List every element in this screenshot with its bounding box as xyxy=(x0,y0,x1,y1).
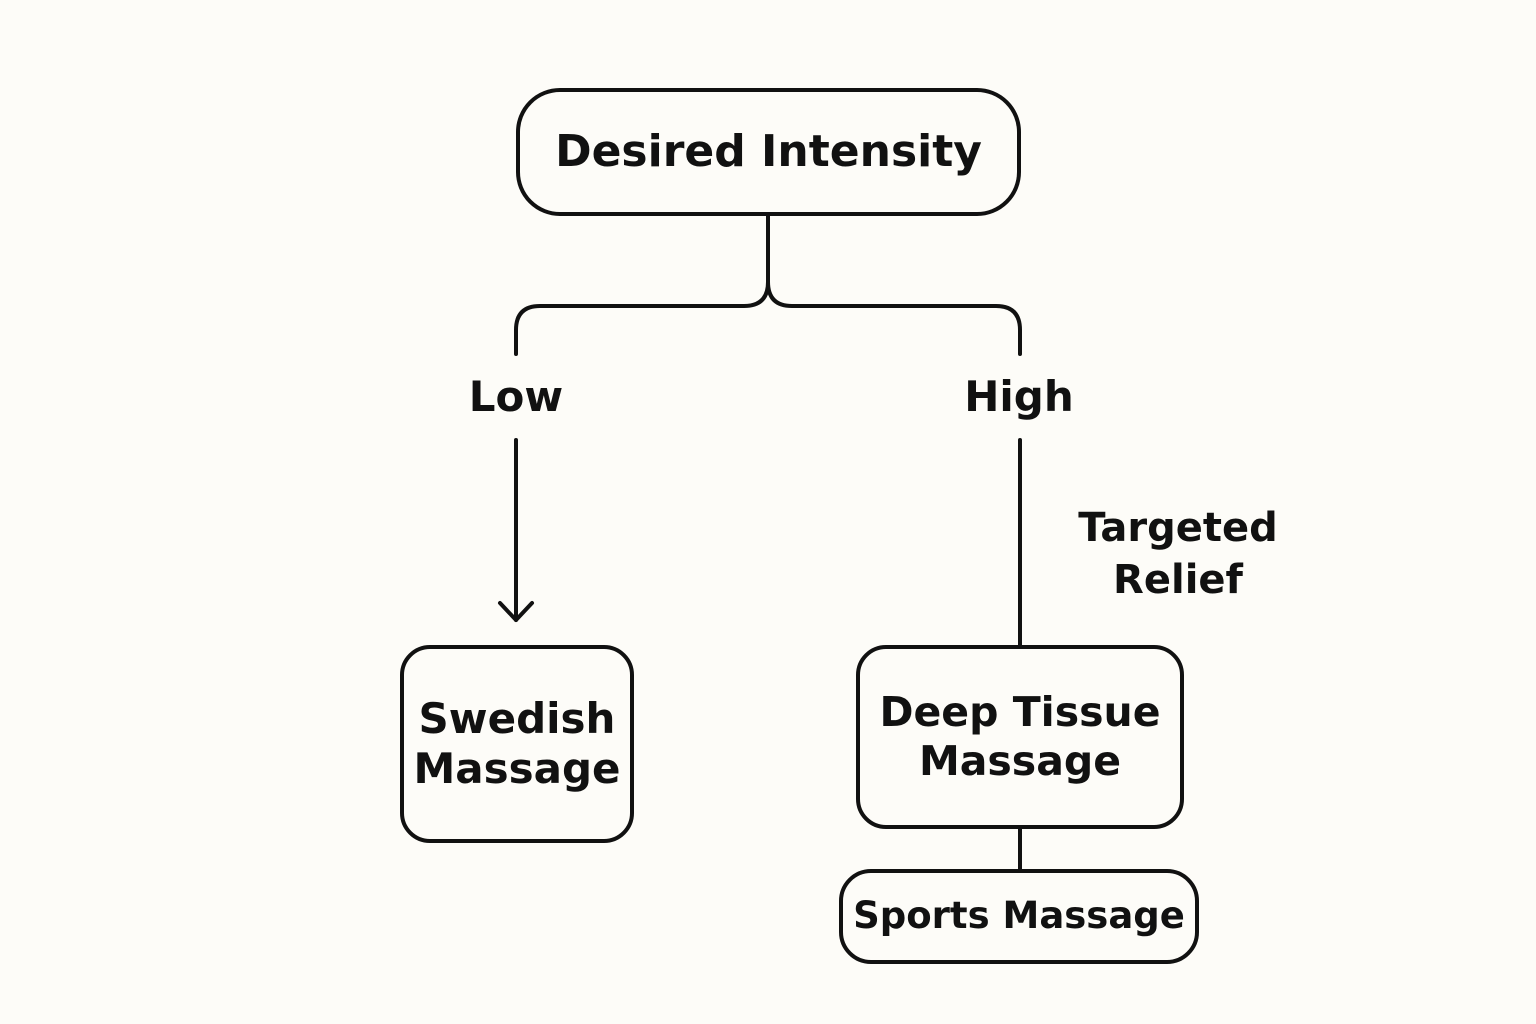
root-node-label: Desired Intensity xyxy=(555,125,982,177)
node-swedish-massage: Swedish Massage xyxy=(400,645,634,843)
annotation-line-2: Relief xyxy=(1113,557,1243,603)
node-sports-massage: Sports Massage xyxy=(839,869,1199,964)
node-deep-tissue-line-2: Massage xyxy=(918,737,1122,785)
annotation-line-1: Targeted xyxy=(1078,505,1278,551)
node-deep-tissue-massage: Deep Tissue Massage xyxy=(856,645,1184,829)
branch-label-low: Low xyxy=(468,372,564,421)
node-swedish-line-1: Swedish xyxy=(418,693,616,743)
node-deep-tissue-line-1: Deep Tissue xyxy=(879,687,1161,736)
node-swedish-line-2: Massage xyxy=(413,744,621,793)
connector-root-right xyxy=(766,280,1022,356)
arrowhead-low xyxy=(498,601,534,622)
node-sports-label: Sports Massage xyxy=(853,894,1185,938)
annotation-targeted-relief: Targeted Relief xyxy=(1066,502,1290,606)
connector-root-stem xyxy=(514,214,770,356)
branch-label-high: High xyxy=(964,372,1074,421)
root-node-desired-intensity: Desired Intensity xyxy=(516,88,1021,216)
